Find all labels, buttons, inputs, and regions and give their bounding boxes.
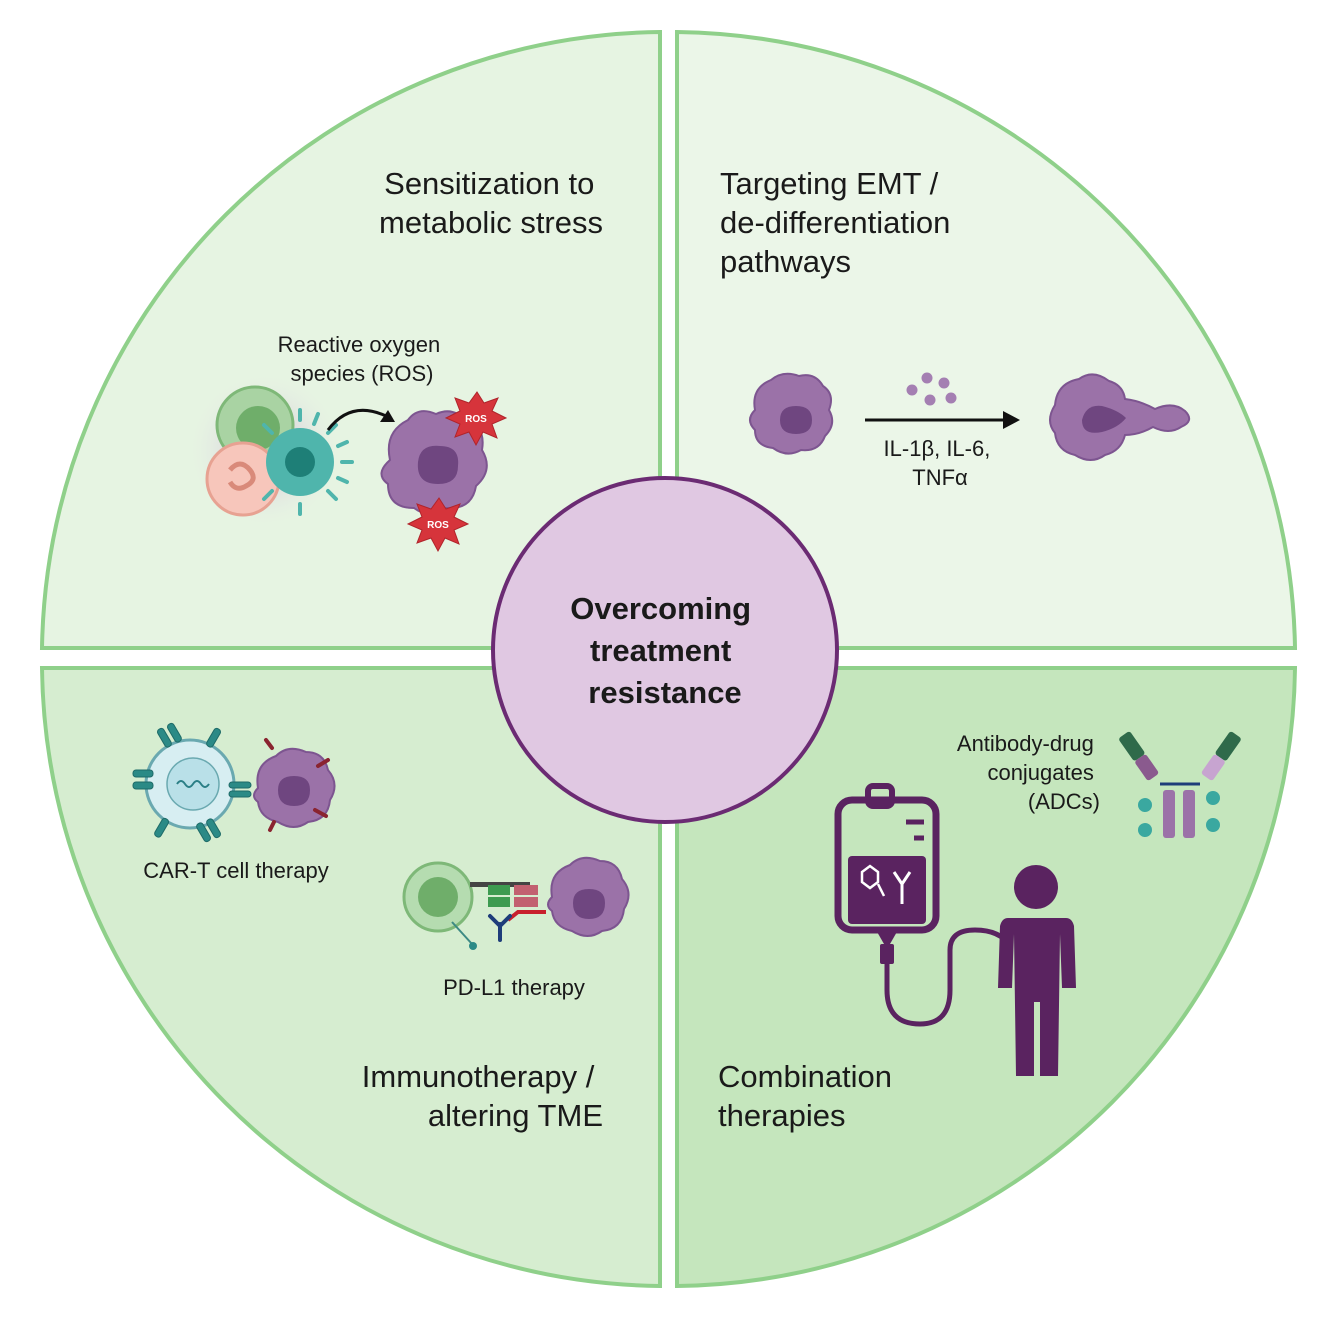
quadrant-bottom-left-content: CAR-T cell therapy PD-L1 therapy Immunot…: [132, 722, 630, 1133]
tumor-cell-icon: [380, 410, 488, 515]
patient-icon: [998, 865, 1076, 1076]
quadrant-bottom-right-content: Antibody-drug conjugates (ADCs): [718, 731, 1241, 1133]
quadrant-top-left: [39, 29, 662, 650]
adc-label: Antibody-drug conjugates (ADCs): [957, 731, 1100, 814]
bottom-right-title: Combination therapies: [718, 1059, 901, 1133]
pd-l1-interaction-icon: [402, 856, 630, 950]
bottom-left-title: Immunotherapy / altering TME: [362, 1059, 603, 1133]
car-t-cell-icon: [132, 722, 252, 843]
emt-arrow: [865, 411, 1020, 429]
quadrant-top-left-content: Sensitization to metabolic stress Reacti…: [185, 166, 603, 553]
quadrant-bottom-right: [675, 666, 1298, 1289]
center-hub: Overcoming treatment resistance: [491, 476, 839, 824]
quadrant-top-right: [675, 29, 1298, 650]
adc-antibody-icon: [1119, 731, 1241, 838]
top-left-title: Sensitization to metabolic stress: [379, 166, 603, 240]
car-t-target-tumor-cell-icon: [253, 738, 336, 832]
top-right-title: Targeting EMT / de-differentiation pathw…: [720, 166, 959, 279]
immune-cell-cluster-icon: [185, 370, 354, 530]
cytokine-label: IL-1β, IL-6, TNFα: [884, 436, 997, 490]
cytokine-dots-icon: [906, 372, 957, 406]
ros-caption: Reactive oxygen species (ROS): [278, 332, 447, 386]
ros-burst-icon: ROS: [444, 391, 508, 447]
svg-text:ROS: ROS: [465, 414, 487, 425]
quadrant-top-right-content: Targeting EMT / de-differentiation pathw…: [720, 166, 1191, 490]
epithelial-tumor-cell-icon: [749, 372, 834, 455]
iv-bag-icon: [834, 783, 1013, 1027]
antibody-icon: [488, 914, 512, 942]
svg-text:ROS: ROS: [427, 520, 449, 531]
dendritic-cell-icon: [262, 408, 354, 516]
mesenchymal-tumor-cell-icon: [1049, 373, 1191, 461]
car-t-label: CAR-T cell therapy: [143, 858, 328, 883]
center-title: Overcoming treatment resistance: [570, 591, 760, 710]
ros-arrow: [326, 408, 391, 431]
ros-burst-icon: ROS: [406, 497, 470, 553]
pd-l1-label: PD-L1 therapy: [443, 975, 585, 1000]
